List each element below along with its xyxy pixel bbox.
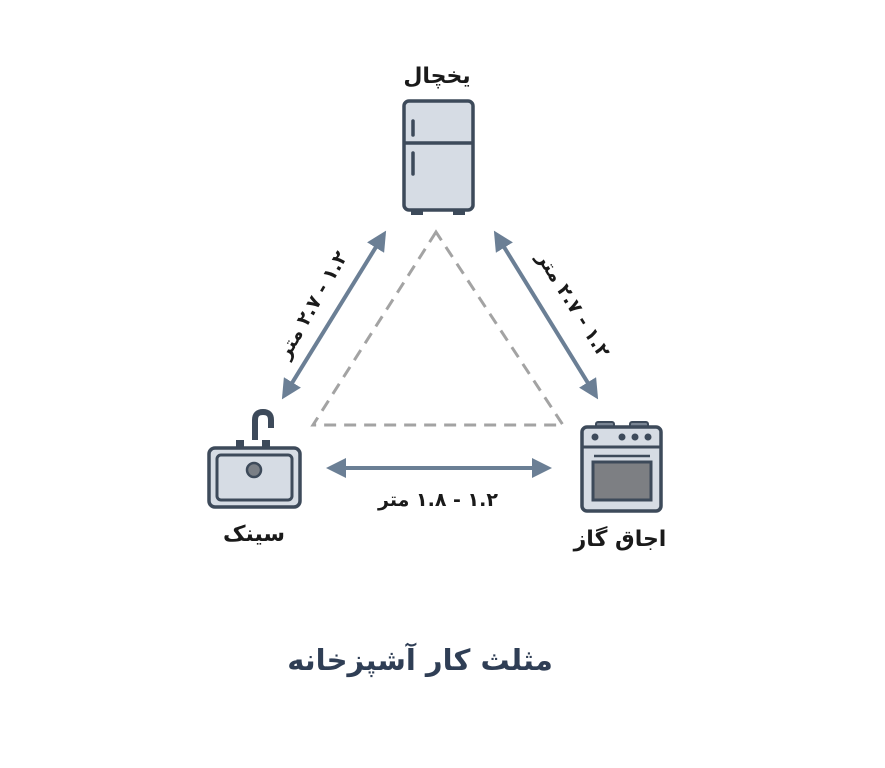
distance-sink-stove: ۱.۲ - ۱.۸ متر bbox=[377, 489, 498, 511]
fridge-icon bbox=[402, 99, 475, 215]
diagram-title: مثلث کار آشپزخانه bbox=[287, 642, 553, 678]
sink-icon bbox=[207, 408, 302, 509]
sink-label: سینک bbox=[223, 522, 285, 547]
distance-fridge-stove: ۱.۲ - ۲.۷ متر bbox=[531, 247, 614, 362]
fridge-label: یخچال bbox=[403, 64, 470, 89]
stove-icon bbox=[580, 421, 663, 513]
stove-label: اجاق گاز bbox=[573, 525, 667, 552]
arrow-fridge-stove bbox=[493, 230, 599, 400]
arrow-fridge-sink bbox=[281, 230, 387, 400]
